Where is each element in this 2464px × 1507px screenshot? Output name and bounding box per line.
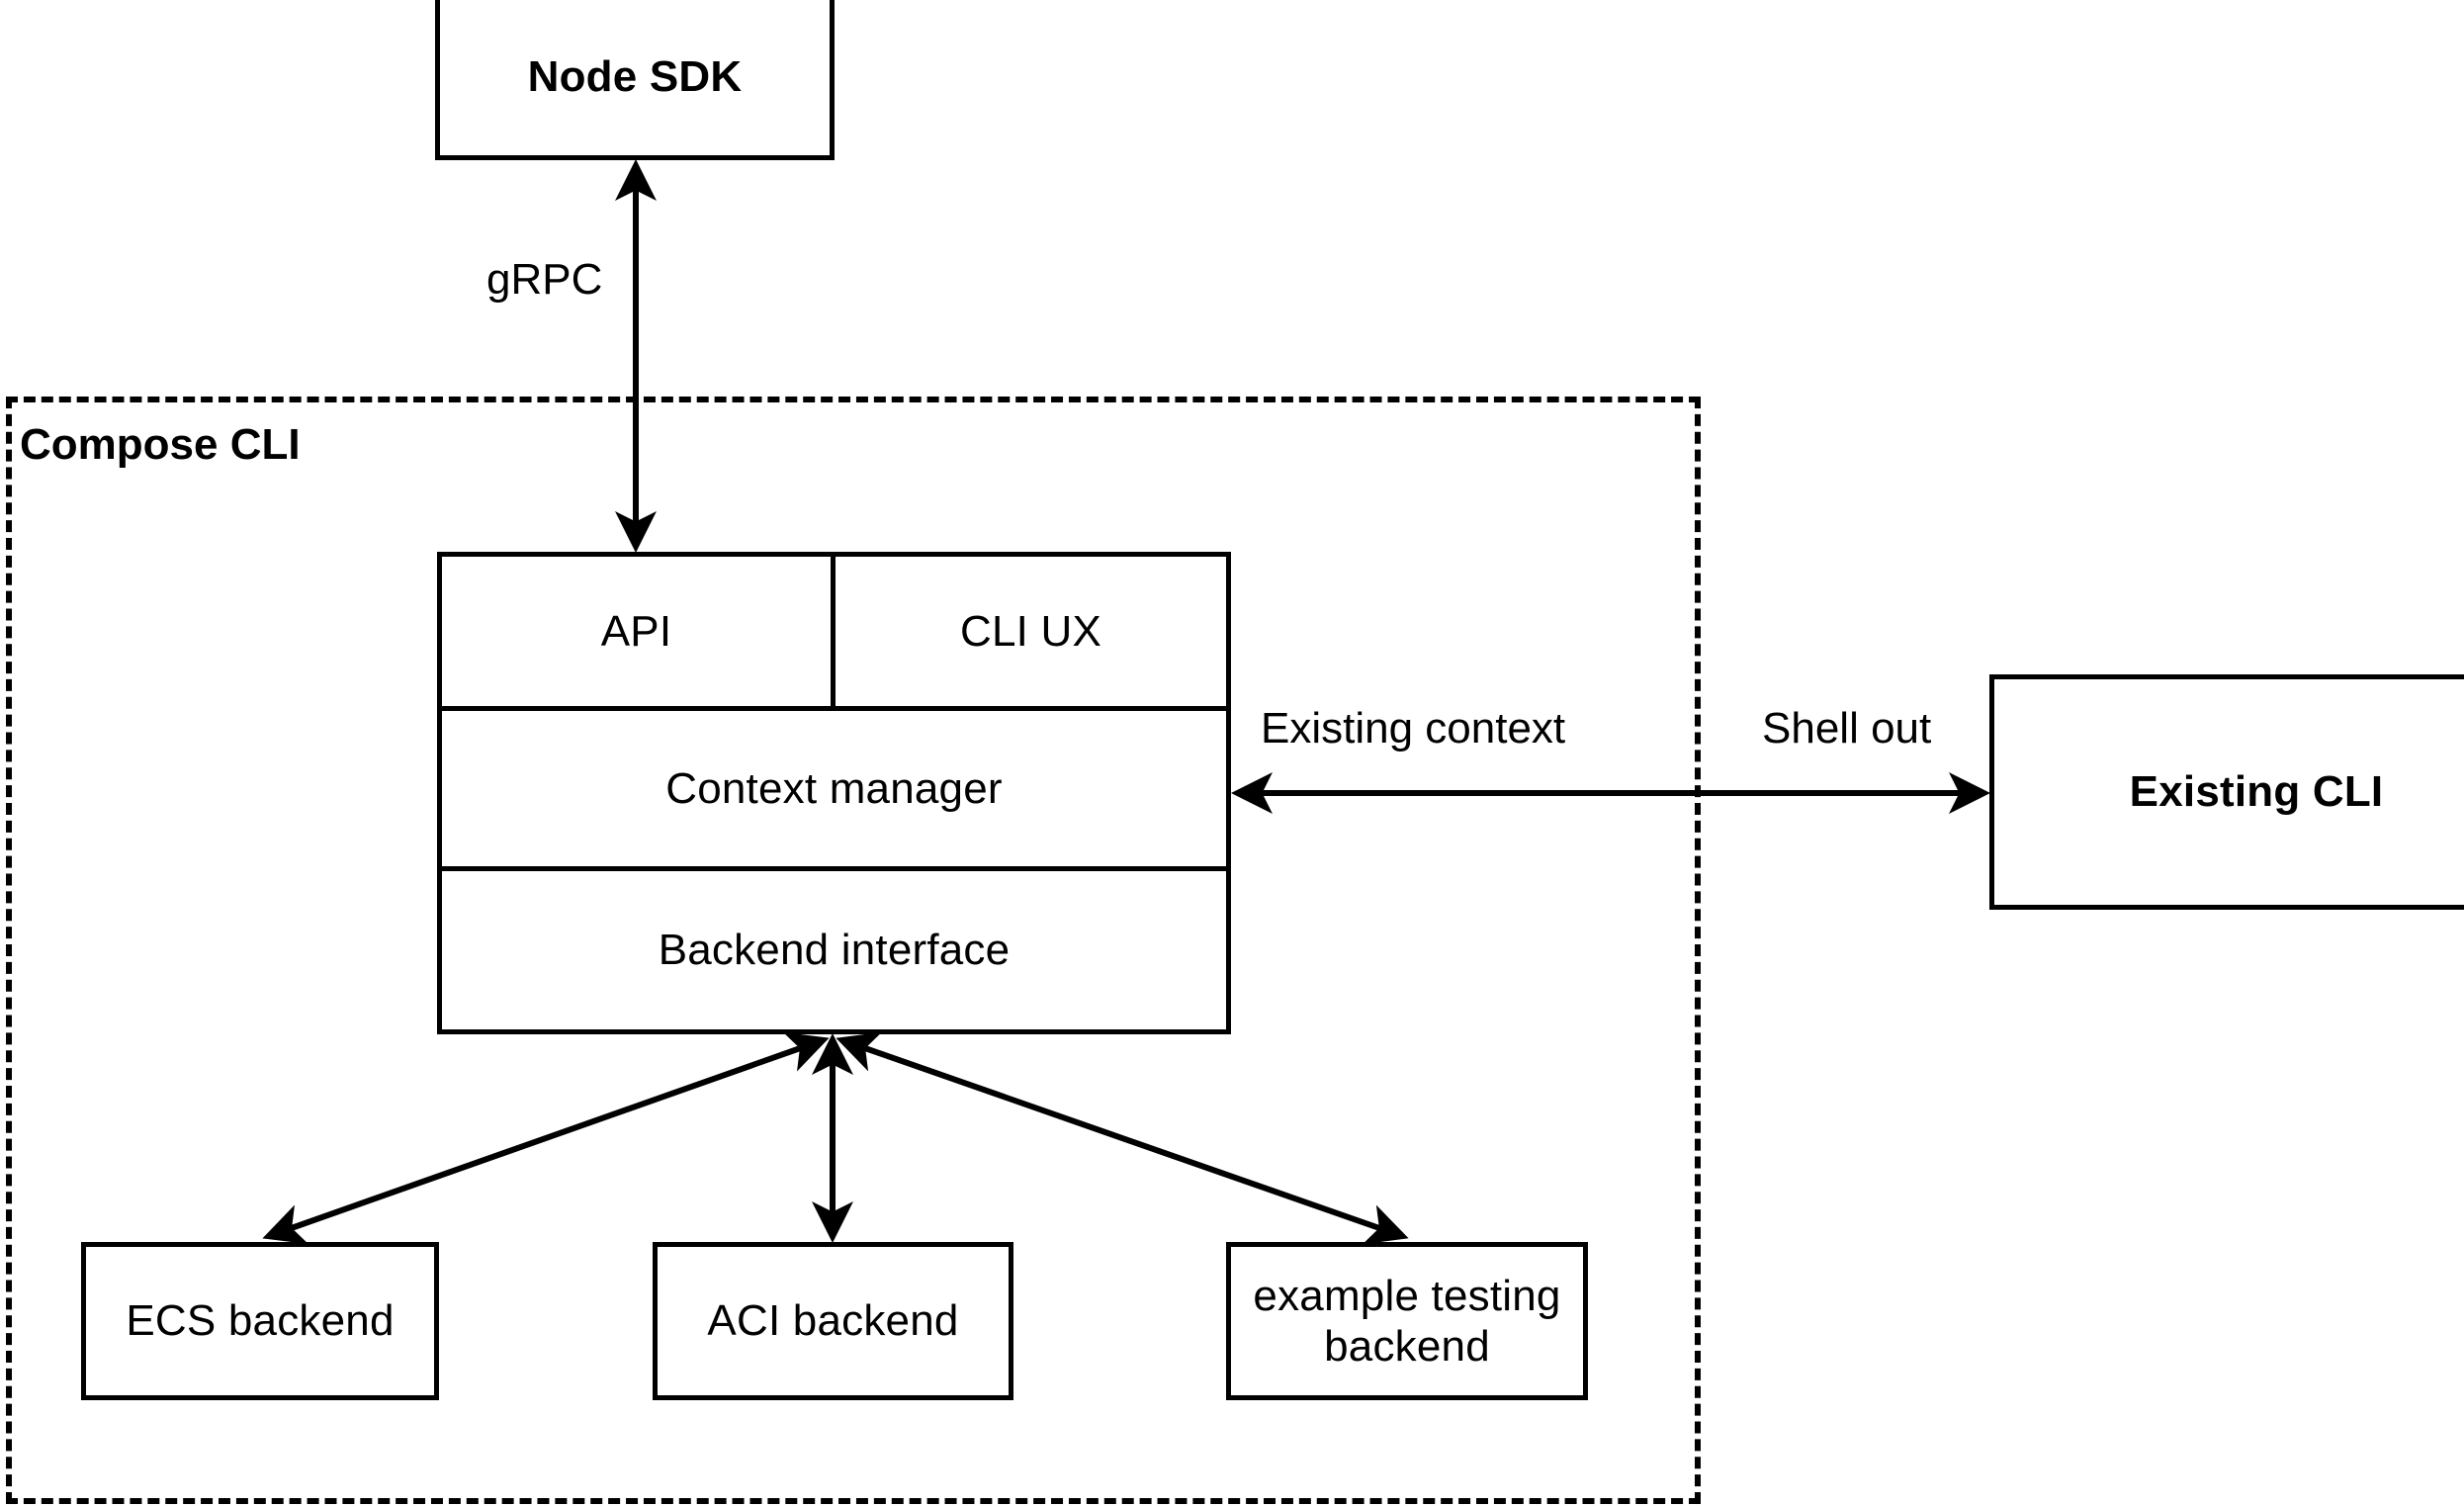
context-manager-cell[interactable]: Context manager xyxy=(442,711,1226,866)
existing-cli-label: Existing CLI xyxy=(2129,767,2384,817)
existing-cli-box[interactable]: Existing CLI xyxy=(1989,674,2464,910)
edge-label-existing-context: Existing context xyxy=(1261,704,1566,753)
ecs-backend-label: ECS backend xyxy=(126,1296,395,1346)
compose-cli-core-stack: API CLI UX Context manager Backend inter… xyxy=(437,552,1231,1034)
cli-ux-cell[interactable]: CLI UX xyxy=(836,557,1226,706)
core-stack-row-top: API CLI UX xyxy=(442,557,1226,711)
example-testing-backend-label-line2: backend xyxy=(1324,1322,1490,1371)
example-testing-backend-label-line1: example testing xyxy=(1253,1271,1561,1320)
example-testing-backend-box[interactable]: example testing backend xyxy=(1226,1242,1588,1400)
core-stack-row-context-manager: Context manager xyxy=(442,711,1226,871)
cli-ux-label: CLI UX xyxy=(959,606,1102,656)
ecs-backend-box[interactable]: ECS backend xyxy=(81,1242,439,1400)
api-label: API xyxy=(600,606,672,656)
compose-cli-group-label: Compose CLI xyxy=(20,420,301,469)
core-stack-row-backend-interface: Backend interface xyxy=(442,871,1226,1029)
example-testing-backend-label: example testing backend xyxy=(1253,1271,1560,1372)
backend-interface-label: Backend interface xyxy=(658,926,1011,975)
aci-backend-box[interactable]: ACI backend xyxy=(653,1242,1013,1400)
node-sdk-label: Node SDK xyxy=(527,52,743,102)
context-manager-label: Context manager xyxy=(665,763,1003,813)
compose-cli-group-boundary xyxy=(6,397,1701,1504)
backend-interface-cell[interactable]: Backend interface xyxy=(442,871,1226,1029)
edge-label-shell-out: Shell out xyxy=(1762,704,1932,753)
edge-label-grpc: gRPC xyxy=(486,255,603,304)
node-sdk-box[interactable]: Node SDK xyxy=(435,0,835,160)
aci-backend-label: ACI backend xyxy=(707,1296,959,1346)
api-cell[interactable]: API xyxy=(442,557,836,706)
